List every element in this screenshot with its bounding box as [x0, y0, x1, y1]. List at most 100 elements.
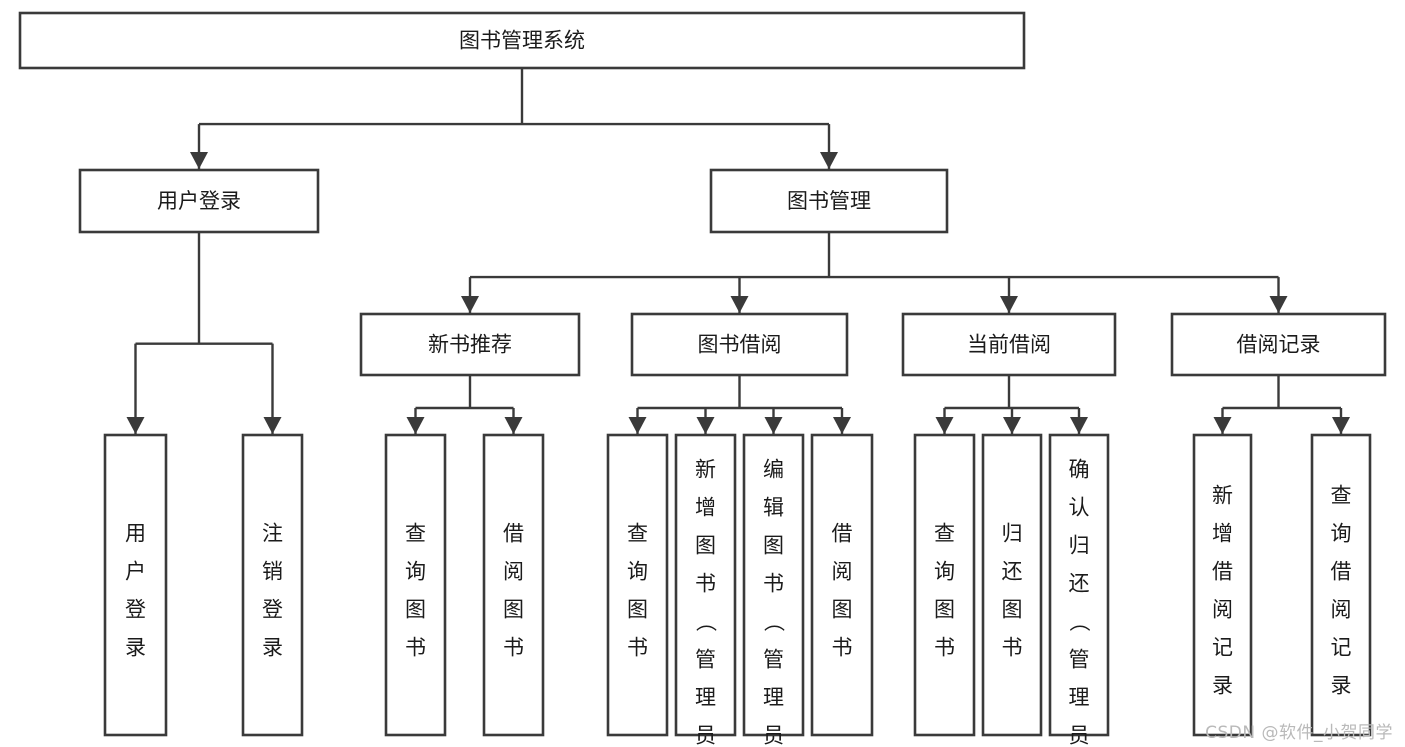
- node-label-char: 询: [934, 559, 955, 583]
- node-label-char: 录: [125, 635, 146, 659]
- node-layer: 图书管理系统用户登录图书管理新书推荐图书借阅当前借阅借阅记录用户登录注销登录查询…: [18, 11, 1387, 747]
- arrowhead: [504, 417, 523, 434]
- node-box: [1310, 433, 1372, 737]
- node-label-char: 阅: [1212, 597, 1233, 621]
- node-box: [1170, 312, 1387, 377]
- node-label-char: 员: [763, 723, 784, 747]
- node-label-char: 登: [125, 597, 146, 621]
- edges-from-login: [126, 232, 282, 434]
- node-label-char: 还: [1002, 559, 1023, 583]
- node-box: [981, 433, 1043, 737]
- edges-from-records: [1213, 375, 1350, 434]
- node-label-char: 辑: [763, 495, 784, 519]
- node-records[interactable]: 借阅记录: [1170, 312, 1387, 377]
- node-box: [630, 312, 849, 377]
- node-label-char: （: [1067, 611, 1091, 632]
- node-box: [810, 433, 874, 737]
- node-label-char: 询: [627, 559, 648, 583]
- arrowhead: [628, 417, 647, 434]
- node-label-char: 借: [503, 521, 524, 545]
- node-label-char: 销: [262, 559, 283, 583]
- node-label-char: （: [694, 611, 718, 632]
- node-label-char: 图: [695, 533, 716, 557]
- node-label: 用户登录: [157, 189, 241, 213]
- node-box: [709, 168, 949, 234]
- node-label-char: 记: [1212, 635, 1233, 659]
- node-label-char: 管: [763, 647, 784, 671]
- node-label-char: 借: [1212, 559, 1233, 583]
- node-box: [1048, 433, 1110, 737]
- arrowhead: [190, 152, 208, 169]
- arrowhead: [935, 417, 954, 434]
- arrowhead: [406, 417, 425, 434]
- arrowhead: [764, 417, 783, 434]
- node-label-char: 注: [262, 521, 283, 545]
- node-label-char: 图: [832, 597, 853, 621]
- node-label: 图书借阅: [698, 333, 782, 357]
- node-label-char: （: [762, 611, 786, 632]
- node-label-char: 图: [503, 597, 524, 621]
- node-label-char: 书: [695, 571, 716, 595]
- arrowhead: [1070, 417, 1088, 434]
- node-leaf1[interactable]: 用户登录: [103, 433, 168, 737]
- node-login[interactable]: 用户登录: [78, 168, 320, 234]
- arrowhead: [1213, 417, 1232, 434]
- arrowhead: [1000, 296, 1018, 313]
- arrowhead: [730, 296, 749, 313]
- node-label-char: 理: [763, 685, 784, 709]
- node-box: [482, 433, 545, 737]
- node-label: 图书管理: [787, 189, 871, 213]
- node-label-char: 编: [763, 457, 784, 481]
- node-label-char: 增: [695, 495, 716, 519]
- arrowhead: [1269, 296, 1288, 313]
- node-label-char: 归: [1002, 521, 1023, 545]
- node-label-char: 借: [1331, 559, 1352, 583]
- node-label-char: 图: [934, 597, 955, 621]
- connector-layer: [126, 68, 1350, 434]
- node-label-char: 员: [1069, 723, 1090, 747]
- arrowhead: [696, 417, 715, 434]
- node-label-char: 书: [832, 635, 853, 659]
- node-bookmgmt[interactable]: 图书管理: [709, 168, 949, 234]
- node-label: 新书推荐: [428, 333, 512, 357]
- node-label-char: 户: [125, 559, 146, 583]
- edges-from-borrow: [628, 375, 851, 434]
- node-box: [384, 433, 447, 737]
- node-label-char: 新: [1212, 483, 1233, 507]
- arrowhead: [461, 296, 479, 313]
- node-root[interactable]: 图书管理系统: [18, 11, 1026, 70]
- node-box: [674, 433, 737, 737]
- node-borrow[interactable]: 图书借阅: [630, 312, 849, 377]
- watermark-text: CSDN @软件_小贺同学: [1205, 723, 1393, 743]
- node-label-char: 查: [934, 521, 955, 545]
- node-current[interactable]: 当前借阅: [901, 312, 1117, 377]
- node-newbook[interactable]: 新书推荐: [359, 312, 581, 377]
- node-label-char: 增: [1212, 521, 1233, 545]
- node-label-char: 书: [405, 635, 426, 659]
- node-label-char: 归: [1069, 533, 1090, 557]
- node-label-char: 理: [695, 685, 716, 709]
- node-label-char: 录: [262, 635, 283, 659]
- node-label-char: 还: [1069, 571, 1090, 595]
- edges-from-root: [190, 68, 838, 169]
- node-box: [359, 312, 581, 377]
- node-label: 当前借阅: [967, 333, 1051, 357]
- node-label: 借阅记录: [1237, 333, 1321, 357]
- arrowhead: [833, 417, 851, 434]
- node-label-char: 录: [1331, 673, 1352, 697]
- node-label-char: 询: [1331, 521, 1352, 545]
